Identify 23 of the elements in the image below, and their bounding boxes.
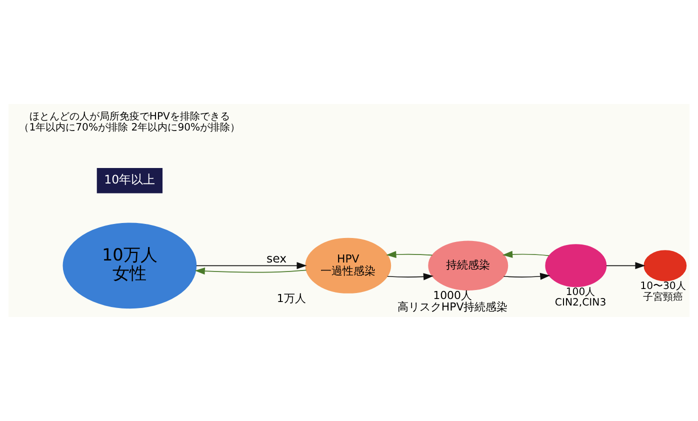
label: （1年以内に70%が排除 2年以内に90%が排除）: [19, 122, 240, 134]
arrow: [503, 272, 550, 280]
edge-label: sex: [266, 251, 287, 266]
arrow: [386, 250, 433, 258]
node-label: 高リスクHPV持続感染: [397, 300, 508, 314]
arrow: [606, 262, 646, 270]
node-box: 10年以上: [96, 168, 163, 194]
arrow: [194, 268, 307, 275]
node-ellipse: 10万人 女性: [62, 222, 197, 309]
node-circle: [545, 244, 607, 288]
label: ほとんどの人が局所免疫でHPVを排除できる: [29, 112, 230, 123]
node-label: 1万人: [276, 292, 306, 305]
arrow: [196, 262, 307, 270]
node-ellipse: 持続感染: [428, 240, 508, 290]
node-label: CIN2,CIN3: [554, 298, 606, 309]
node-ellipse: HPV 一過性感染: [305, 238, 392, 294]
node-label: 10〜30人: [640, 280, 686, 292]
node-circle: [644, 250, 687, 282]
node-label: 1000人: [433, 288, 472, 302]
node-label: 100人: [566, 286, 596, 298]
arrow: [386, 273, 434, 280]
arrow: [502, 250, 550, 258]
node-label: 子宮頸癌: [643, 292, 684, 303]
